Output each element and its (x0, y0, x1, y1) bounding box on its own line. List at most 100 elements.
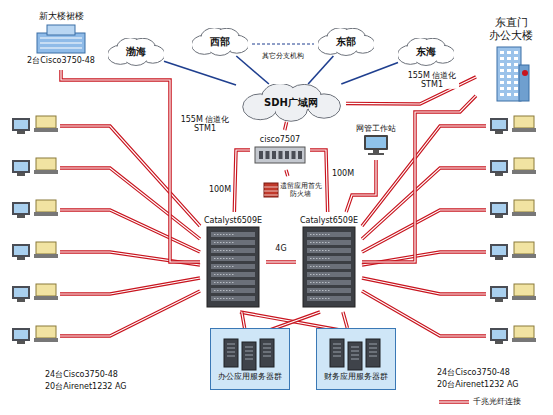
server-group: 办公应用服务器群 (210, 328, 290, 390)
fibre-bundle (60, 168, 200, 239)
fibre-link-inner (242, 312, 245, 328)
fibre-link-inner (343, 312, 347, 328)
servers-icon (220, 337, 280, 371)
access-pc (490, 158, 536, 176)
fibre-bundle (362, 168, 486, 239)
tower-icon (491, 43, 531, 103)
legend-row: 千兆光纤连接 (438, 397, 521, 406)
fibre-bundle (362, 278, 486, 294)
edge-group (286, 170, 288, 176)
node-text: Catalyst6509E (204, 216, 262, 225)
access-pc (12, 200, 58, 218)
edge-group (346, 160, 376, 212)
fibre-link-inner (234, 150, 250, 212)
note-label: 24台Cisco3750-48 (436, 368, 511, 377)
building-icon (35, 23, 87, 55)
monitor-icon (362, 134, 390, 156)
fibre-bundle (362, 278, 486, 294)
core-switch: Catalyst6509E (200, 212, 266, 312)
wan-cloud: SDH广域网 (236, 84, 346, 122)
fibre-link-inner (286, 170, 288, 176)
node-text: 网管工作站 (356, 124, 396, 133)
fibre-link (362, 96, 476, 262)
edge-group (341, 63, 398, 84)
fibre-link (242, 312, 245, 328)
fibre-bundle (362, 210, 486, 252)
fibre-link (346, 160, 376, 212)
fibre-link-inner (61, 70, 200, 262)
legend-line (439, 401, 469, 402)
chassis-icon (301, 226, 357, 308)
access-pc (490, 284, 536, 302)
fibre-link (285, 122, 287, 130)
node-text: 西部 (210, 36, 230, 48)
fibre-bundle (362, 168, 486, 239)
edge-group (308, 56, 333, 84)
fibre-bundle (60, 291, 200, 336)
chassis-icon (205, 226, 261, 308)
node-text: 财务应用服务器群 (324, 372, 388, 381)
fibre-link (286, 170, 288, 176)
fibre-link (266, 260, 296, 264)
branch-cloud: 东海 (398, 38, 454, 66)
branch-cloud: 西部 (192, 28, 248, 56)
note-label: 20台Airenet1232 AG (436, 380, 519, 389)
nms-workstation: 网管工作站 (350, 120, 402, 160)
wan-link (164, 61, 236, 85)
node-text: Catalyst6509E (300, 216, 358, 225)
edge-group (242, 312, 245, 328)
node-text: 遗留应用首先防火墙 (280, 182, 322, 198)
node-text: 东部 (336, 36, 356, 48)
wan-link (341, 63, 398, 84)
fibre-link-inner (285, 122, 287, 130)
access-pc (12, 242, 58, 260)
note-label: 24台Cisco3750-48 (44, 370, 119, 379)
core-switch: Catalyst6509E (296, 212, 362, 312)
link-label: 100M (208, 185, 232, 194)
dashed-link (252, 44, 314, 45)
servers-icon (326, 337, 386, 371)
firewall: 遗留应用首先防火墙 (262, 176, 322, 204)
office-building: 东直门 办公大楼 (476, 10, 546, 110)
node-text: 办公应用服务器群 (218, 372, 282, 381)
core-router: cisco7507 (250, 130, 310, 170)
firewall-icon (263, 182, 279, 198)
edge-group (310, 150, 328, 212)
fibre-link (234, 150, 250, 212)
access-pc (490, 242, 536, 260)
legend-sample (438, 398, 470, 406)
link-label: 100M (331, 169, 355, 178)
note-label: 其它分支机构 (261, 52, 305, 60)
server-group: 财务应用服务器群 (316, 328, 396, 390)
access-pc (12, 326, 58, 344)
access-pc (490, 116, 536, 134)
fibre-bundle (60, 278, 200, 294)
access-pc (12, 284, 58, 302)
link-label: 4G (274, 244, 287, 253)
node-text: 东海 (416, 46, 436, 58)
fibre-bundle (60, 291, 200, 336)
node-text: 新大楼裙楼 (39, 11, 84, 21)
edge-group (362, 96, 476, 262)
edge-group (285, 122, 287, 130)
fibre-bundle (60, 168, 200, 239)
fibre-link-inner (310, 150, 328, 212)
fibre-link-inner (266, 261, 296, 262)
link-label: 155M 信道化STM1 (178, 115, 232, 133)
legend-line (439, 400, 469, 404)
node-text: 2台Cisco3750-48 (27, 56, 95, 65)
link-label: 155M 信道化STM1 (405, 71, 459, 89)
edge-group (236, 56, 269, 84)
branch-cloud: 东部 (318, 28, 374, 56)
edge-group (234, 150, 250, 212)
edge-group (266, 262, 296, 263)
access-pc (12, 116, 58, 134)
fibre-bundle (60, 210, 200, 252)
node-text: 东直门 办公大楼 (488, 17, 534, 42)
branch-cloud: 渤海 (108, 38, 164, 66)
wan-link (308, 56, 333, 84)
fibre-link (310, 150, 328, 212)
legend-text: 千兆光纤连接 (473, 397, 521, 406)
node-text: cisco7507 (260, 135, 300, 144)
node-text: 渤海 (126, 46, 146, 58)
